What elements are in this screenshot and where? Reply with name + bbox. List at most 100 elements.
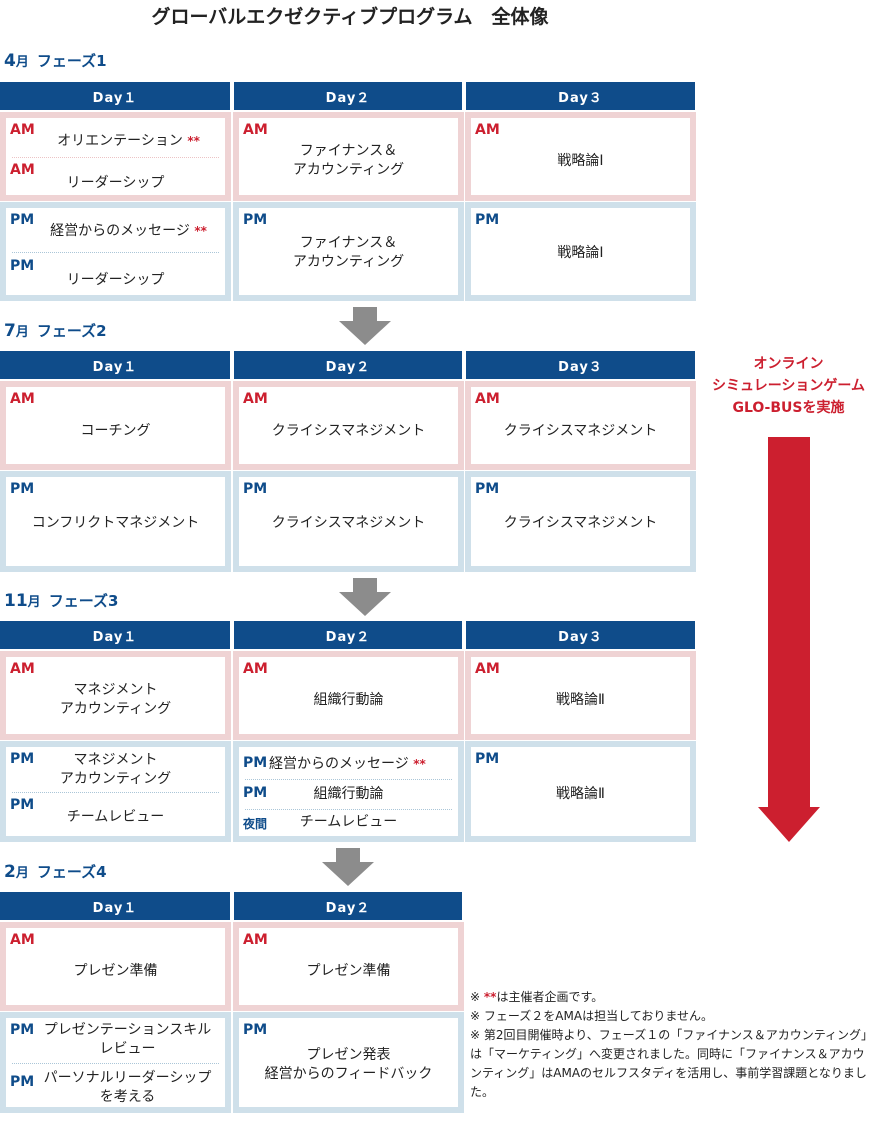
phase-name: フェーズ2 — [36, 322, 107, 340]
session-cell-pm: PM 経営からのメッセージ ** PM リーダーシップ — [0, 202, 231, 301]
am-tag: AM — [10, 661, 35, 677]
phase-1-label: 4月フェーズ1 — [4, 50, 107, 71]
session-cell-pm: PM 戦略論Ⅰ — [465, 202, 696, 301]
divider — [245, 779, 452, 780]
session-title: プレゼン準備 — [306, 963, 391, 979]
divider — [12, 792, 219, 793]
session-cell-pm: PM コンフリクトマネジメント — [0, 471, 231, 572]
phase-month-number: 2 — [4, 862, 16, 882]
session-title: リーダーシップ — [66, 175, 165, 191]
session-title: コンフリクトマネジメント — [31, 515, 200, 531]
side-note-line: オンライン — [753, 356, 824, 372]
session-title: ファイナンス＆ アカウンティング — [292, 143, 405, 178]
am-tag: AM — [475, 391, 500, 407]
session-title: 戦略論Ⅱ — [556, 786, 605, 802]
session-cell-pm: PM 経営からのメッセージ ** PM 組織行動論 夜間 チームレビュー — [233, 741, 464, 842]
session-title: 戦略論Ⅰ — [557, 153, 604, 169]
session-cell-pm: PM クライシスマネジメント — [233, 471, 464, 572]
note-mark: ※ — [470, 990, 481, 1004]
day-header: Day３ — [466, 621, 695, 649]
session-cell-am: AM 戦略論Ⅰ — [465, 112, 696, 201]
session-text: オリエンテーション — [57, 133, 183, 149]
phase-month-number: 11 — [4, 591, 28, 611]
phase-name: フェーズ1 — [36, 52, 107, 70]
am-tag: AM — [243, 932, 268, 948]
pm-tag: PM — [10, 797, 35, 813]
side-note-line: シミュレーションゲーム — [711, 378, 866, 394]
phase-month-unit: 月 — [27, 595, 41, 610]
am-tag: AM — [243, 661, 268, 677]
day-header: Day１ — [0, 82, 230, 110]
session-title: パーソナルリーダーシップ を考える — [43, 1070, 212, 1105]
am-tag: AM — [475, 661, 500, 677]
night-tag: 夜間 — [243, 817, 268, 831]
session-title: オリエンテーション ** — [6, 132, 225, 151]
host-mark: ** — [194, 224, 207, 238]
pm-tag: PM — [10, 258, 35, 274]
day-header: Day１ — [0, 892, 230, 920]
session-cell-am: AM マネジメント アカウンティング — [0, 651, 231, 740]
pm-tag: PM — [243, 1022, 268, 1038]
session-title: 経営からのメッセージ ** — [239, 755, 458, 774]
am-tag: AM — [10, 932, 35, 948]
session-title: リーダーシップ — [66, 272, 165, 288]
day-header: Day３ — [466, 351, 695, 379]
divider — [12, 157, 219, 158]
note-text: フェーズ２をAMAは担当しておりません。 — [483, 1009, 713, 1023]
session-title: プレゼン発表 経営からのフィードバック — [264, 1047, 433, 1082]
session-cell-am: AM オリエンテーション ** AM リーダーシップ — [0, 112, 231, 201]
day-header: Day２ — [234, 82, 462, 110]
page-title: グローバルエクゼクティブプログラム 全体像 — [151, 6, 549, 28]
phase-month-number: 7 — [4, 321, 16, 341]
session-title: クライシスマネジメント — [271, 515, 426, 531]
session-title: 組織行動論 — [313, 786, 384, 802]
pm-tag: PM — [475, 751, 500, 767]
session-cell-am: AM クライシスマネジメント — [233, 381, 464, 470]
side-note-line: GLO-BUSを実施 — [732, 400, 845, 416]
online-simulation-note: オンライン シミュレーションゲーム GLO-BUSを実施 — [700, 353, 877, 419]
note-mark: ※ — [470, 1028, 481, 1042]
divider — [12, 1063, 219, 1064]
phase-month-unit: 月 — [15, 55, 29, 70]
session-title: ファイナンス＆ アカウンティング — [292, 235, 405, 270]
session-title: クライシスマネジメント — [271, 423, 426, 439]
session-cell-am: AM プレゼン準備 — [233, 922, 464, 1011]
day-header: Day１ — [0, 351, 230, 379]
session-cell-pm: PM ファイナンス＆ アカウンティング — [233, 202, 464, 301]
pm-tag: PM — [10, 1022, 35, 1038]
divider — [12, 252, 219, 253]
session-title: チームレビュー — [66, 809, 165, 825]
pm-tag: PM — [10, 751, 35, 767]
pm-tag: PM — [10, 1074, 35, 1090]
pm-tag: PM — [10, 481, 35, 497]
day-header: Day２ — [234, 892, 462, 920]
flow-arrow-icon — [339, 307, 391, 345]
session-cell-am: AM コーチング — [0, 381, 231, 470]
am-tag: AM — [10, 122, 35, 138]
session-text: 経営からのメッセージ — [50, 223, 190, 239]
session-title: 経営からのメッセージ ** — [6, 222, 225, 241]
phase-month-unit: 月 — [15, 866, 29, 881]
phase-3-label: 11月フェーズ3 — [4, 590, 118, 611]
pm-tag: PM — [475, 481, 500, 497]
am-tag: AM — [10, 162, 35, 178]
phase-month-unit: 月 — [15, 325, 29, 340]
day-header: Day１ — [0, 621, 230, 649]
phase-2-label: 7月フェーズ2 — [4, 320, 107, 341]
day-header: Day２ — [234, 621, 462, 649]
day-header: Day２ — [234, 351, 462, 379]
session-cell-am: AM プレゼン準備 — [0, 922, 231, 1011]
session-cell-pm: PM 戦略論Ⅱ — [465, 741, 696, 842]
pm-tag: PM — [243, 755, 268, 771]
session-cell-pm: PM マネジメント アカウンティング PM チームレビュー — [0, 741, 231, 842]
session-title: プレゼン準備 — [73, 963, 158, 979]
flow-arrow-icon — [322, 848, 374, 886]
phase-month-number: 4 — [4, 51, 16, 71]
am-tag: AM — [475, 122, 500, 138]
pm-tag: PM — [475, 212, 500, 228]
phase-name: フェーズ4 — [36, 863, 107, 881]
footnote: ※ **は主催者企画です。 — [470, 988, 875, 1007]
session-title: 戦略論Ⅰ — [557, 245, 604, 261]
note-text: 第2回目開催時より、フェーズ１の「ファイナンス＆アカウンティング」は「マーケティ… — [470, 1028, 874, 1099]
host-mark: ** — [413, 757, 426, 771]
